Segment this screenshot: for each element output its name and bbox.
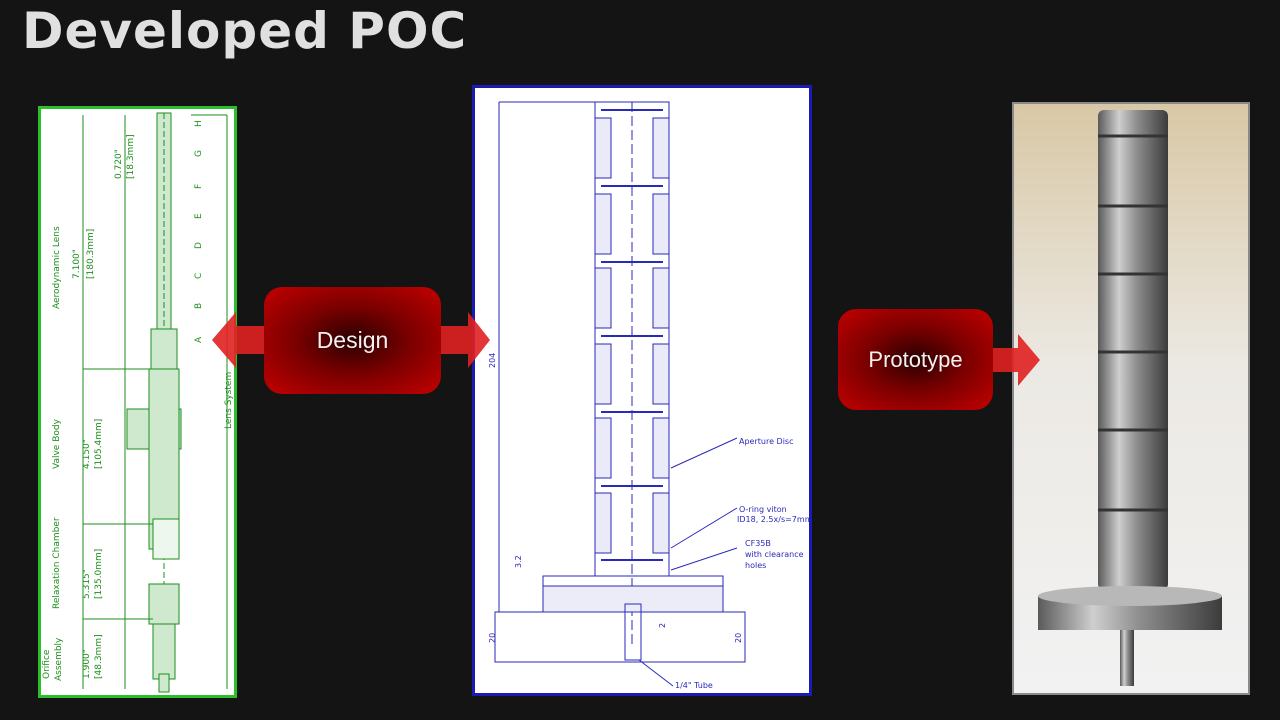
letter-g: G — [194, 150, 204, 157]
dim-label-3: 4.150" — [82, 439, 92, 469]
dim-sublabel-1: [18.3mm] — [126, 134, 136, 179]
base-dim-mid: 2 — [658, 623, 667, 628]
base-dim-right: 20 — [734, 633, 743, 643]
label-tube: 1/4" Tube — [675, 681, 713, 690]
prototype-callout: Prototype — [838, 309, 993, 410]
slide-title: Developed POC — [22, 2, 468, 60]
dim-label-5: 1.900" — [82, 649, 92, 679]
dim-sublabel-2: [180.3mm] — [86, 229, 96, 279]
small-dimension: 3.2 — [514, 555, 523, 568]
letter-h: H — [194, 120, 204, 127]
section-label-aerodynamic-lens: Aerodynamic Lens — [52, 226, 62, 309]
label-cf35b: CF35B — [745, 539, 771, 548]
dim-label-4: 5.315" — [82, 569, 92, 599]
dim-sublabel-5: [48.3mm] — [94, 634, 104, 679]
letter-f: F — [194, 184, 204, 189]
label-clearance: with clearance — [745, 550, 804, 559]
prototype-photo — [1012, 102, 1250, 695]
letter-d: D — [194, 242, 204, 249]
lens-system-label: Lens System — [224, 372, 234, 429]
section-label-orifice: Orifice — [42, 649, 52, 679]
section-label-valve-body: Valve Body — [52, 418, 62, 469]
letter-c: C — [194, 273, 204, 279]
letter-e: E — [194, 213, 204, 219]
section-label-relaxation-chamber: Relaxation Chamber — [52, 517, 62, 609]
section-label-assembly: Assembly — [54, 637, 64, 681]
label-oring: O-ring viton — [739, 505, 787, 514]
dim-label-2: 7.100" — [72, 249, 82, 279]
dim-sublabel-4: [135.0mm] — [94, 549, 104, 599]
label-oring-spec: ID18, 2.5x/s=7mm — [737, 515, 809, 524]
dim-sublabel-3: [105.4mm] — [94, 419, 104, 469]
lens-system-drawing: H G F E D C B A 0.720" [18.3mm] 7.100" [… — [38, 106, 237, 698]
design-callout: Design — [264, 287, 441, 394]
base-dim-left: 20 — [488, 633, 497, 643]
letter-a: A — [194, 336, 204, 343]
prototype-arrow-icon — [976, 334, 1040, 386]
letter-b: B — [194, 303, 204, 309]
design-drawing: 204 3.2 20 2 20 Aperture Disc O-ring vit… — [472, 85, 812, 696]
label-holes: holes — [745, 561, 766, 570]
height-dimension: 204 — [488, 353, 497, 368]
label-aperture-disc: Aperture Disc — [739, 437, 794, 446]
dim-label-1: 0.720" — [114, 149, 124, 179]
